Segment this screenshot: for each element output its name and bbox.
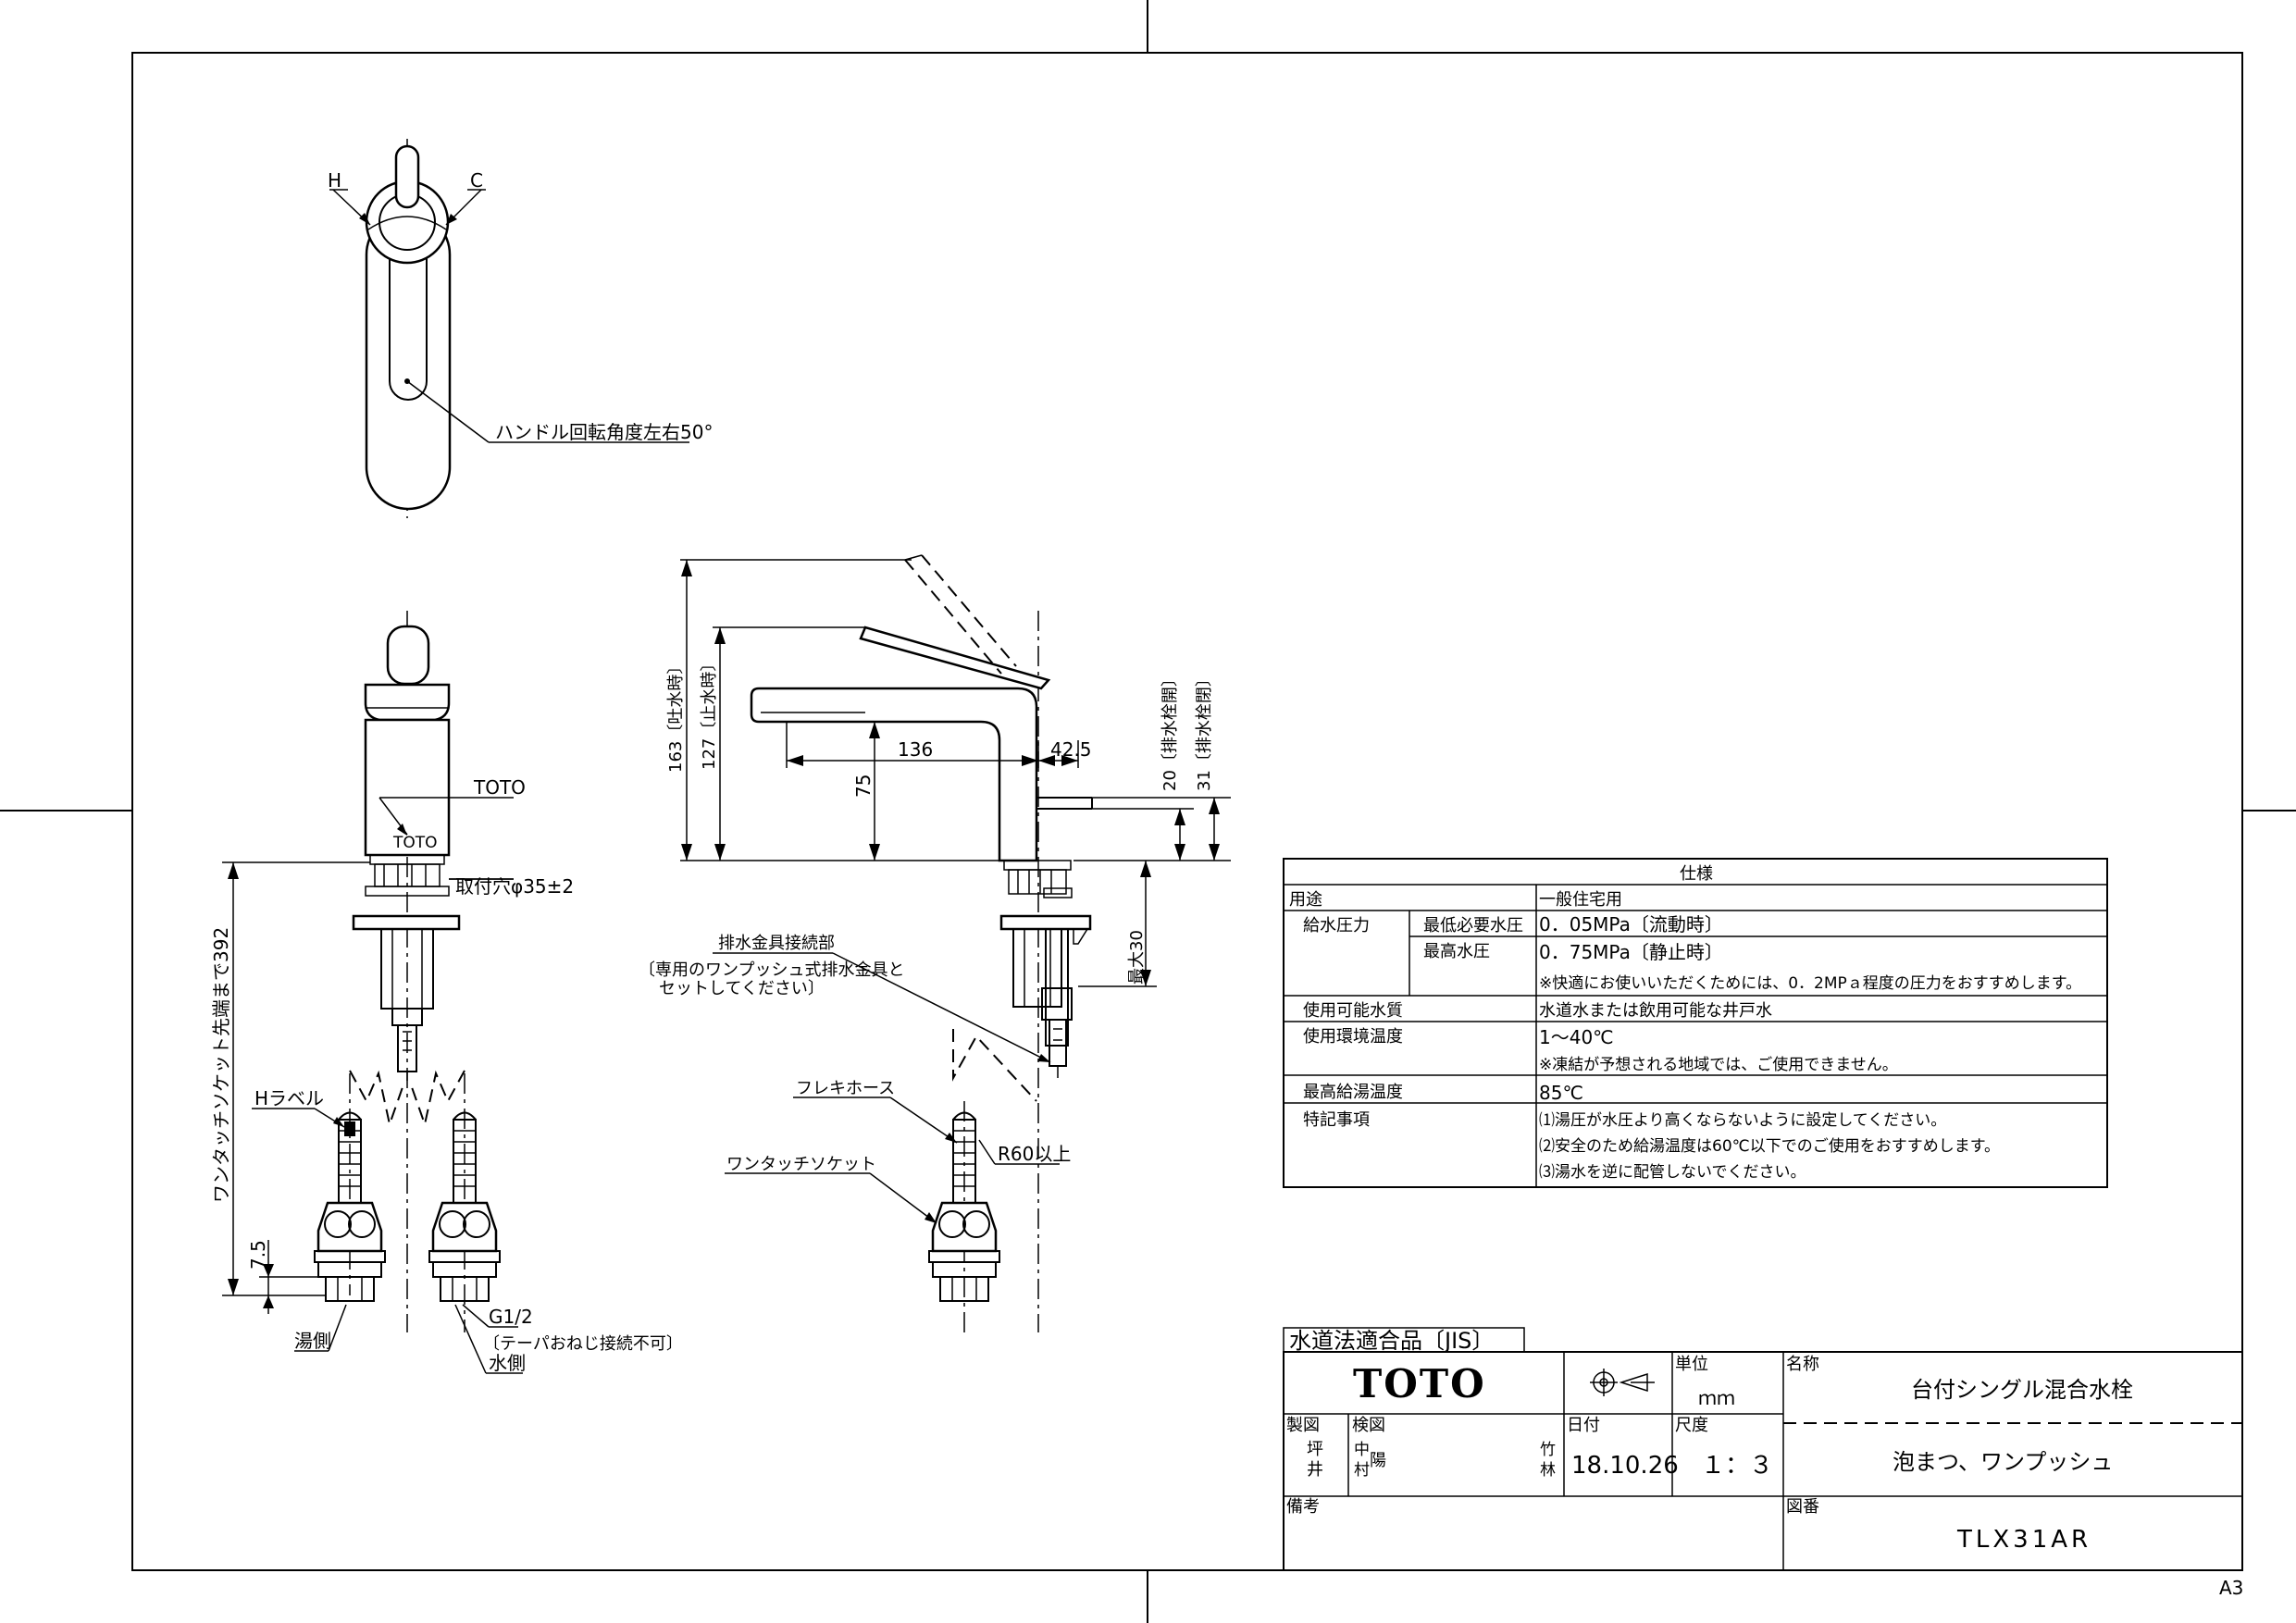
r60-label: R60以上	[998, 1143, 1071, 1165]
drawing-no-label: 図番	[1786, 1497, 1819, 1517]
unit-label: 単位	[1675, 1355, 1708, 1374]
hot-side-label: 湯側	[294, 1330, 331, 1352]
socket-length-dim: ワンタッチソケット先端まで392	[210, 927, 232, 1203]
spec-temp-label: 使用環境温度	[1303, 1027, 1403, 1047]
date-label: 日付	[1567, 1416, 1600, 1435]
check-name-1: 中	[1354, 1441, 1370, 1459]
side-view	[750, 554, 1093, 1332]
h-label-callout: Hラベル	[254, 1087, 324, 1109]
cold-side-hose	[428, 1073, 501, 1332]
scale-label: 尺度	[1675, 1416, 1708, 1435]
check-name-5: 林	[1540, 1461, 1556, 1480]
spec-note-1: ⑴湯圧が水圧より高くならないように設定してください。	[1539, 1111, 1946, 1130]
spec-temp-note: ※凍結が予想される地域では、ご使用できません。	[1539, 1055, 1898, 1074]
front-view-dimensions	[222, 861, 523, 1374]
remarks-label: 備考	[1286, 1497, 1320, 1517]
cold-side-label: 水側	[489, 1352, 526, 1374]
date-value: 18.10.26	[1571, 1452, 1679, 1480]
drain-connect-label: 排水金具接続部	[718, 934, 835, 953]
toto-small-print: TOTO	[392, 834, 438, 852]
check-name-4: 竹	[1540, 1441, 1556, 1459]
spec-note-2: ⑵安全のため給湯温度は60℃以下でのご使用をおすすめします。	[1539, 1136, 2000, 1156]
drawing-no-value: TLX31AR	[1956, 1526, 2091, 1554]
flexi-hose-label: フレキホース	[796, 1079, 895, 1098]
check-name-2: 村	[1354, 1461, 1370, 1480]
sheet-size: A3	[2219, 1577, 2243, 1599]
mount-hole-label: 取付穴φ35±2	[455, 875, 574, 898]
name-value: 台付シングル混合水栓	[1911, 1377, 2133, 1403]
toto-label: TOTO	[473, 776, 526, 799]
drawn-label: 製図	[1286, 1416, 1320, 1435]
spec-max-value: 0．75MPa〔静止時〕	[1539, 941, 1723, 963]
spec-hot-label: 最高給湯温度	[1303, 1083, 1403, 1102]
spec-use-value: 一般住宅用	[1539, 890, 1622, 910]
dim-42-5: 42.5	[1050, 738, 1092, 761]
dim-7-5: 7.5	[247, 1240, 269, 1270]
dim-31: 31〔排水栓閉〕	[1195, 670, 1214, 791]
drawn-name-1: 坪	[1307, 1440, 1323, 1459]
drawn-name-2: 井	[1307, 1460, 1323, 1480]
handle-rotation-note: ハンドル回転角度左右50°	[495, 421, 713, 443]
brand-logo: TOTO	[1353, 1361, 1486, 1406]
unit-value: ｍｍ	[1698, 1387, 1735, 1409]
spec-use-label: 用途	[1289, 890, 1322, 910]
dim-163: 163〔吐水時〕	[666, 658, 686, 773]
spec-water-label: 使用可能水質	[1303, 1001, 1403, 1021]
taper-note: 〔テーパおねじ接続不可〕	[483, 1334, 683, 1354]
dim-20: 20〔排水栓開〕	[1160, 670, 1180, 791]
spec-pressure-label: 給水圧力	[1303, 916, 1370, 935]
dim-75: 75	[852, 774, 875, 798]
spec-hot-value: 85℃	[1539, 1082, 1583, 1104]
check-name-3: 陽	[1370, 1451, 1386, 1470]
spec-pressure-note: ※快適にお使いいただくためには、0．2MPａ程度の圧力をおすすめします。	[1539, 973, 2081, 993]
handle-hot-mark: H	[328, 169, 341, 192]
one-touch-socket-label: ワンタッチソケット	[726, 1155, 876, 1174]
scale-value: １：３	[1701, 1452, 1773, 1480]
spec-min-label: 最低必要水圧	[1423, 916, 1523, 935]
subname-value: 泡まつ、ワンプッシュ	[1893, 1449, 2113, 1475]
dim-127: 127〔止水時〕	[700, 655, 719, 770]
spec-temp-value: 1～40℃	[1539, 1026, 1614, 1048]
title-block	[1283, 1327, 2243, 1571]
g12-label: G1/2	[489, 1306, 533, 1328]
handle-cold-mark: C	[470, 169, 483, 192]
spec-title: 仕様	[1680, 864, 1713, 884]
dim-max30: 最大30	[1127, 930, 1147, 985]
drain-note-1: 〔専用のワンプッシュ式排水金具と	[639, 960, 904, 980]
check-label: 検図	[1352, 1416, 1385, 1435]
jis-label: 水道法適合品〔JIS〕	[1289, 1328, 1494, 1354]
front-view: TOTO	[349, 611, 514, 1332]
side-view-dimensions	[680, 559, 1231, 1224]
spec-notes-label: 特記事項	[1303, 1110, 1370, 1130]
drain-note-2: セットしてください〕	[659, 979, 825, 998]
name-label: 名称	[1786, 1355, 1819, 1374]
spec-water-value: 水道水または飲用可能な井戸水	[1539, 1001, 1772, 1021]
spec-min-value: 0．05MPa〔流動時〕	[1539, 913, 1723, 935]
spec-table	[1283, 858, 2108, 1188]
spec-max-label: 最高水圧	[1423, 942, 1490, 961]
top-view	[329, 139, 689, 518]
hot-side-hose	[314, 1073, 386, 1302]
spec-note-3: ⑶湯水を逆に配管しないでください。	[1539, 1163, 1806, 1182]
dim-136: 136	[898, 738, 933, 761]
